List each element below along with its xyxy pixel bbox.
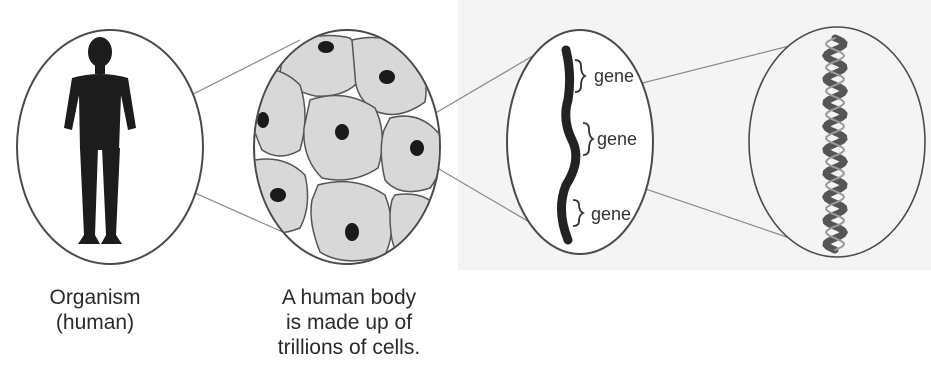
gene-label-1: gene bbox=[594, 66, 634, 86]
nucleus bbox=[318, 41, 334, 53]
cells-caption-line-2: is made up of bbox=[238, 310, 460, 335]
dna-view bbox=[749, 27, 925, 257]
organism-caption-line-2: (human) bbox=[20, 310, 170, 335]
nucleus bbox=[270, 188, 286, 202]
nucleus bbox=[335, 124, 349, 140]
gene-label-3: gene bbox=[591, 204, 631, 224]
chromosome-view: gene gene gene bbox=[507, 30, 653, 254]
cell bbox=[311, 182, 392, 261]
cells-caption: A human body is made up of trillions of … bbox=[238, 285, 460, 360]
organism-caption-line-1: Organism bbox=[20, 285, 170, 310]
organism-caption: Organism (human) bbox=[20, 285, 170, 335]
gene-label-2: gene bbox=[597, 129, 637, 149]
cell bbox=[381, 116, 441, 192]
nucleus bbox=[345, 223, 359, 241]
cells-caption-line-1: A human body bbox=[238, 285, 460, 310]
cells-view bbox=[248, 30, 441, 264]
nucleus bbox=[257, 112, 269, 128]
zoom-lines bbox=[132, 37, 825, 250]
nucleus bbox=[379, 70, 395, 84]
nucleus bbox=[410, 140, 424, 156]
cells-caption-line-3: trillions of cells. bbox=[238, 335, 460, 360]
